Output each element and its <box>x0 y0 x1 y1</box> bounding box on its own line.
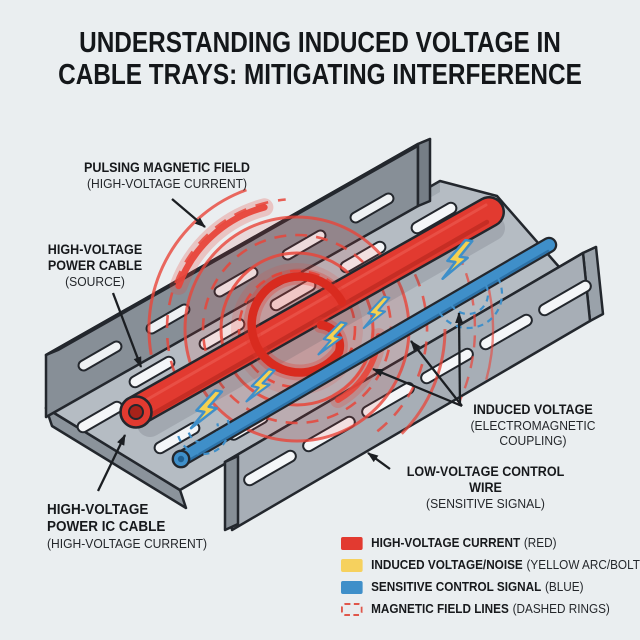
tray-slot <box>349 192 395 224</box>
arrow-low-voltage-wire <box>367 452 391 470</box>
legend-item-induced-voltage-noise: INDUCED VOLTAGE/NOISE (YELLOW ARC/BOLT) <box>341 558 640 572</box>
tray-slot <box>302 415 356 453</box>
wire-body <box>175 239 555 465</box>
high-voltage-power-cable <box>119 196 505 437</box>
magnetic-coil-spiral <box>243 268 350 381</box>
field-ring <box>147 188 247 355</box>
legend-note: (YELLOW ARC/BOLT) <box>526 558 640 572</box>
ripple-arc <box>187 423 220 445</box>
label-line: POWER CABLE <box>47 257 143 273</box>
wire-end-core <box>177 455 185 463</box>
tray-near-rail-left-end <box>223 454 240 532</box>
label-line: (SOURCE) <box>65 273 125 289</box>
cable-end-core <box>128 404 144 420</box>
field-ring-bold <box>175 204 268 290</box>
legend-swatch-blue <box>341 580 363 594</box>
title-line-1: UNDERSTANDING INDUCED VOLTAGE IN <box>79 27 561 59</box>
label-line: HIGH-VOLTAGE <box>47 502 149 518</box>
label-line: (ELECTROMAGNETIC COUPLING) <box>470 417 596 449</box>
arrow-hv-power-ic-cable <box>96 434 127 492</box>
field-ring <box>219 251 375 407</box>
label-low-voltage-control-wire: LOW-VOLTAGE CONTROL WIRE (SENSITIVE SIGN… <box>390 464 581 511</box>
label-induced-voltage: INDUCED VOLTAGE (ELECTROMAGNETIC COUPLIN… <box>440 402 626 449</box>
coil-stroke <box>247 272 347 377</box>
page-title: UNDERSTANDING INDUCED VOLTAGE IN CABLE T… <box>51 27 589 92</box>
induced-noise-ripples <box>177 275 504 456</box>
legend-note: (RED) <box>523 536 557 550</box>
tray-slot <box>128 355 176 389</box>
legend-note: (BLUE) <box>545 580 584 594</box>
tray-slot <box>243 449 297 487</box>
label-hv-power-ic-cable: HIGH-VOLTAGE POWER IC CABLE (HIGH-VOLTAG… <box>47 502 242 552</box>
label-line: (HIGH-VOLTAGE CURRENT) <box>86 175 248 191</box>
label-line: LOW-VOLTAGE CONTROL WIRE <box>406 464 565 495</box>
legend-note: (DASHED RINGS) <box>512 602 610 616</box>
legend-label: INDUCED VOLTAGE/NOISE <box>371 558 523 572</box>
tray-slot <box>538 279 592 317</box>
label-line: (SENSITIVE SIGNAL) <box>426 495 545 511</box>
arrow-induced-voltage-1 <box>372 367 463 408</box>
cable-shade-edge <box>141 219 490 422</box>
legend-item-sensitive-control-signal: SENSITIVE CONTROL SIGNAL (BLUE) <box>341 580 640 594</box>
field-ring <box>400 328 447 435</box>
field-ring-dashed <box>237 269 357 389</box>
label-line: POWER IC CABLE <box>47 519 166 536</box>
legend-item-magnetic-field-lines: MAGNETIC FIELD LINES (DASHED RINGS) <box>341 602 640 616</box>
label-line: PULSING MAGNETIC FIELD <box>83 160 251 175</box>
legend-swatch-yellow <box>341 558 363 572</box>
title-line-2: CABLE TRAYS: MITIGATING INTERFERENCE <box>58 58 582 91</box>
label-line: HIGH-VOLTAGE <box>47 242 143 257</box>
legend-item-high-voltage-current: HIGH-VOLTAGE CURRENT (RED) <box>341 536 640 550</box>
legend: HIGH-VOLTAGE CURRENT (RED) INDUCED VOLTA… <box>341 536 640 624</box>
label-line: (HIGH-VOLTAGE CURRENT) <box>47 536 208 552</box>
tray-far-wall-end <box>416 137 432 208</box>
ripple-arc <box>438 275 504 330</box>
tray-slot <box>77 340 123 372</box>
legend-label: MAGNETIC FIELD LINES <box>371 602 509 616</box>
annotation-arrows <box>96 198 464 492</box>
cable-body <box>124 198 503 424</box>
arrow-induced-voltage-2 <box>410 340 463 407</box>
tray-slot <box>153 421 201 455</box>
legend-label: HIGH-VOLTAGE CURRENT <box>371 536 521 550</box>
label-line: INDUCED VOLTAGE <box>473 402 593 417</box>
arrow-hv-power-cable <box>111 292 143 368</box>
label-hv-power-cable: HIGH-VOLTAGE POWER CABLE (SOURCE) <box>41 242 149 289</box>
arrow-pulsing-field <box>171 198 206 228</box>
legend-swatch-red <box>341 536 363 550</box>
label-pulsing-magnetic-field: PULSING MAGNETIC FIELD (HIGH-VOLTAGE CUR… <box>79 160 256 191</box>
field-ring-dashed <box>370 253 429 437</box>
field-ring-dashed <box>457 253 477 405</box>
cable-highlight <box>139 203 488 405</box>
ripple-arc <box>177 419 231 456</box>
tray-slot <box>410 201 458 235</box>
legend-label: SENSITIVE CONTROL SIGNAL <box>371 580 542 594</box>
legend-swatch-dashed-ring <box>341 602 363 616</box>
arrow-induced-voltage-3 <box>455 312 464 407</box>
